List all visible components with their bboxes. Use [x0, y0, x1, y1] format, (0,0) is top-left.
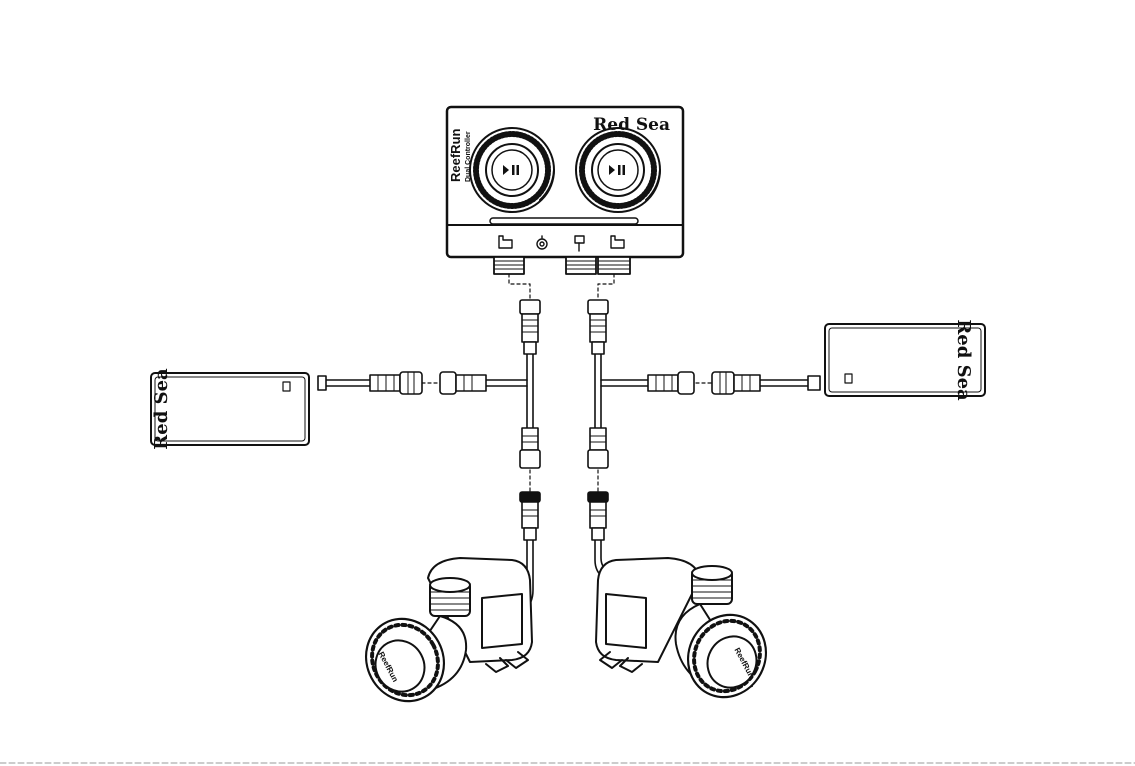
left-power-supply-brand: Red Sea — [151, 368, 172, 450]
cables — [326, 354, 808, 610]
pause-icon — [512, 165, 515, 175]
controller-brand-label: Red Sea — [593, 115, 670, 135]
controller-product-name: ReefRun — [448, 128, 463, 182]
pause-icon — [618, 165, 621, 175]
left-pump — [352, 558, 532, 715]
right-pump — [596, 558, 780, 711]
controller-product-subtitle: Dual Controller — [465, 131, 472, 182]
right-power-supply-brand: Red Sea — [953, 319, 974, 401]
connector-ribs — [378, 320, 750, 516]
connectors — [318, 300, 820, 540]
left-power-supply — [151, 373, 309, 445]
